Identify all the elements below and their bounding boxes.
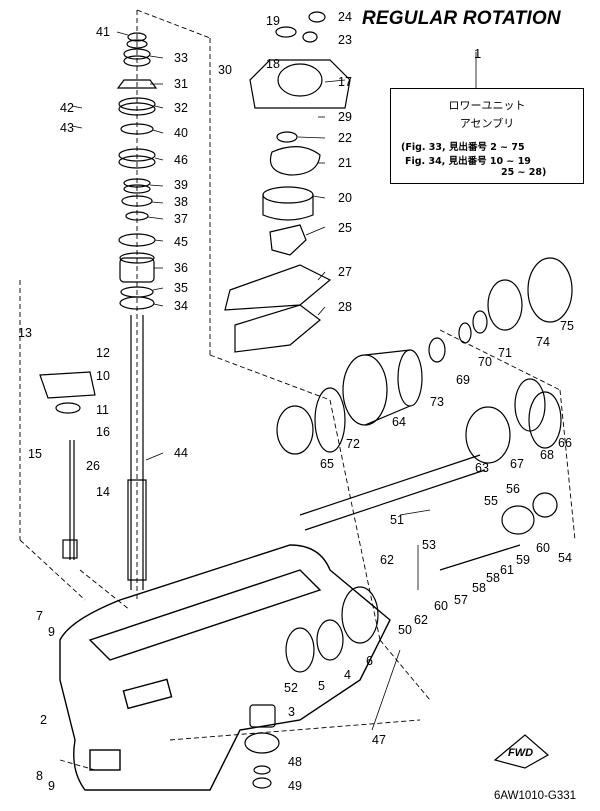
- callout: 71: [498, 346, 512, 360]
- callout: 66: [558, 436, 572, 450]
- callout: 5: [318, 679, 325, 693]
- callout: 34: [174, 299, 188, 313]
- callout: 40: [174, 126, 188, 140]
- callout: 49: [288, 779, 302, 793]
- propeller-shaft-assembly: [244, 257, 573, 789]
- callout: 32: [174, 101, 188, 115]
- callout: 3: [288, 705, 295, 719]
- callout: 68: [540, 448, 554, 462]
- callout: 11: [96, 403, 109, 417]
- callout: 57: [454, 593, 468, 607]
- callout: 36: [174, 261, 188, 275]
- callout: 23: [338, 33, 352, 47]
- callout: 12: [96, 346, 110, 360]
- callout: 37: [174, 212, 188, 226]
- callout: 45: [174, 235, 188, 249]
- callout: 17: [338, 75, 352, 89]
- callout: 10: [96, 369, 110, 383]
- legend-ref-line1: (Fig. 33, 見出番号 2 ~ 75: [401, 142, 525, 153]
- legend-box: ロワーユニット アセンブリ (Fig. 33, 見出番号 2 ~ 75 Fig.…: [390, 88, 584, 184]
- legend-name-line1: ロワーユニット: [448, 99, 526, 112]
- callout: 25: [338, 221, 352, 235]
- fwd-label: FWD: [508, 747, 533, 759]
- callout: 35: [174, 281, 188, 295]
- callout: 26: [86, 459, 100, 473]
- callout: 62: [380, 553, 394, 567]
- drawing-code: 6AW1010-G331: [494, 790, 577, 802]
- callout: 60: [536, 541, 550, 555]
- callout: 69: [456, 373, 470, 387]
- callout: 70: [478, 355, 492, 369]
- callout: 50: [398, 623, 412, 637]
- callout: 30: [218, 63, 232, 77]
- callout: 72: [346, 437, 360, 451]
- drive-shaft-bearing-stack: [116, 32, 158, 590]
- callout: 67: [510, 457, 524, 471]
- callout: 44: [174, 446, 188, 460]
- callout: 55: [484, 494, 498, 508]
- callout: 16: [96, 425, 110, 439]
- callout: 51: [390, 513, 404, 527]
- callout: 22: [338, 131, 352, 145]
- water-pump-assembly: [224, 11, 351, 353]
- callout: 19: [266, 14, 280, 28]
- callout: 24: [338, 10, 352, 24]
- leader-lines: [71, 31, 477, 731]
- callout: 7: [36, 609, 43, 623]
- callout: 18: [266, 57, 280, 71]
- callout: 20: [338, 191, 352, 205]
- callout: 38: [174, 195, 188, 209]
- callout: 52: [284, 681, 298, 695]
- callout: 9: [48, 779, 55, 793]
- lower-casing: [59, 544, 391, 791]
- callout: 33: [174, 51, 188, 65]
- callout: 13: [18, 326, 32, 340]
- shift-rod-assembly: [39, 371, 96, 560]
- callout: 9: [48, 625, 55, 639]
- legend-name-line2: アセンブリ: [459, 117, 515, 130]
- callout: 73: [430, 395, 444, 409]
- callout: 75: [560, 319, 574, 333]
- callout: 29: [338, 110, 352, 124]
- callout: 42: [60, 101, 74, 115]
- callout: 62: [414, 613, 428, 627]
- callout: 56: [506, 482, 520, 496]
- callout: 59: [516, 553, 530, 567]
- callout: 63: [475, 461, 489, 475]
- callout: 47: [372, 733, 386, 747]
- callout: 27: [338, 265, 352, 279]
- callout: 61: [500, 563, 514, 577]
- callout: 2: [40, 713, 47, 727]
- callout: 46: [174, 153, 188, 167]
- callout: 15: [28, 447, 42, 461]
- callout: 48: [288, 755, 302, 769]
- legend-ref-number: 1: [474, 46, 482, 61]
- callout-labels: 2 3 4 5 6 7 8 9 9 10 11 12 13 14 15 16 1…: [18, 10, 574, 793]
- callout: 64: [392, 415, 406, 429]
- diagram-title: REGULAR ROTATION: [362, 8, 561, 29]
- callout: 74: [536, 335, 550, 349]
- callout: 28: [338, 300, 352, 314]
- callout: 43: [60, 121, 74, 135]
- assembly-guide-lines: [19, 9, 576, 771]
- fwd-arrow-symbol: [493, 734, 550, 769]
- callout: 53: [422, 538, 436, 552]
- callout: 58: [486, 571, 500, 585]
- legend-ref-line2: Fig. 34, 見出番号 10 ~ 19: [405, 156, 531, 167]
- callout: 58: [472, 581, 486, 595]
- callout: 6: [366, 654, 373, 668]
- callout: 4: [344, 668, 351, 682]
- legend-ref-line3: 25 ~ 28): [501, 167, 547, 178]
- callout: 31: [174, 77, 188, 91]
- callout: 14: [96, 485, 110, 499]
- callout: 65: [320, 457, 334, 471]
- callout: 8: [36, 769, 43, 783]
- callout: 60: [434, 599, 448, 613]
- callout: 39: [174, 178, 188, 192]
- callout: 21: [338, 156, 352, 170]
- callout: 54: [558, 551, 572, 565]
- callout: 41: [96, 25, 110, 39]
